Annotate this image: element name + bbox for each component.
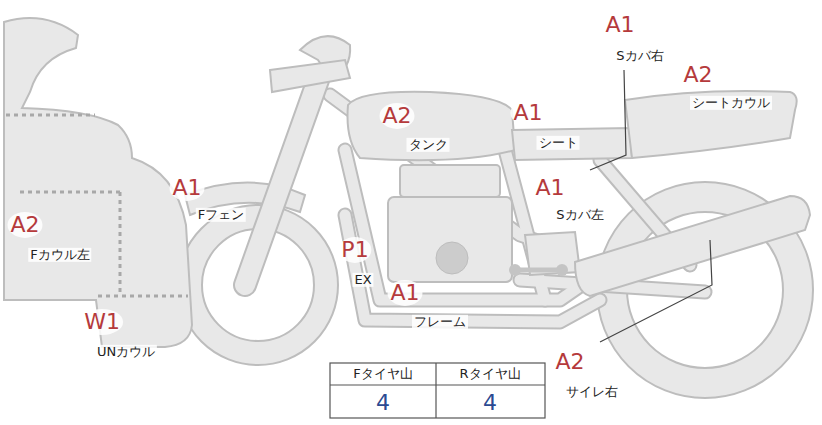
part-name: シート <box>537 136 580 150</box>
part-name: Fフェン <box>196 208 246 222</box>
callout-number: W1 <box>81 309 123 335</box>
table-header: Rタイヤ山 <box>459 367 520 381</box>
part-name: タンク <box>407 138 450 152</box>
part-name: UNカウル <box>95 345 157 359</box>
part-name: EX <box>352 273 373 287</box>
callout-number: A2 <box>7 212 42 238</box>
table-value: 4 <box>376 391 390 415</box>
part-name: Fカウル左 <box>28 248 91 262</box>
callout-number: A1 <box>532 175 567 201</box>
callout-number: A2 <box>379 103 414 129</box>
part-name: サイレ右 <box>564 385 620 399</box>
callout-number: A1 <box>169 175 204 201</box>
callout-number: A1 <box>387 280 422 306</box>
table-header: Fタイヤ山 <box>353 367 412 381</box>
table-value: 4 <box>483 391 497 415</box>
part-name: シートカウル <box>690 96 772 110</box>
callout-number: A1 <box>510 100 545 126</box>
callout-number: A2 <box>680 62 715 88</box>
tyre-table <box>330 363 545 418</box>
part-name: Sカバ左 <box>554 208 605 222</box>
part-name: フレーム <box>412 315 468 329</box>
callout-number: A1 <box>602 12 637 38</box>
callout-number: A2 <box>552 349 587 375</box>
callout-number: P1 <box>338 237 371 263</box>
part-name: Sカバ右 <box>614 49 665 63</box>
